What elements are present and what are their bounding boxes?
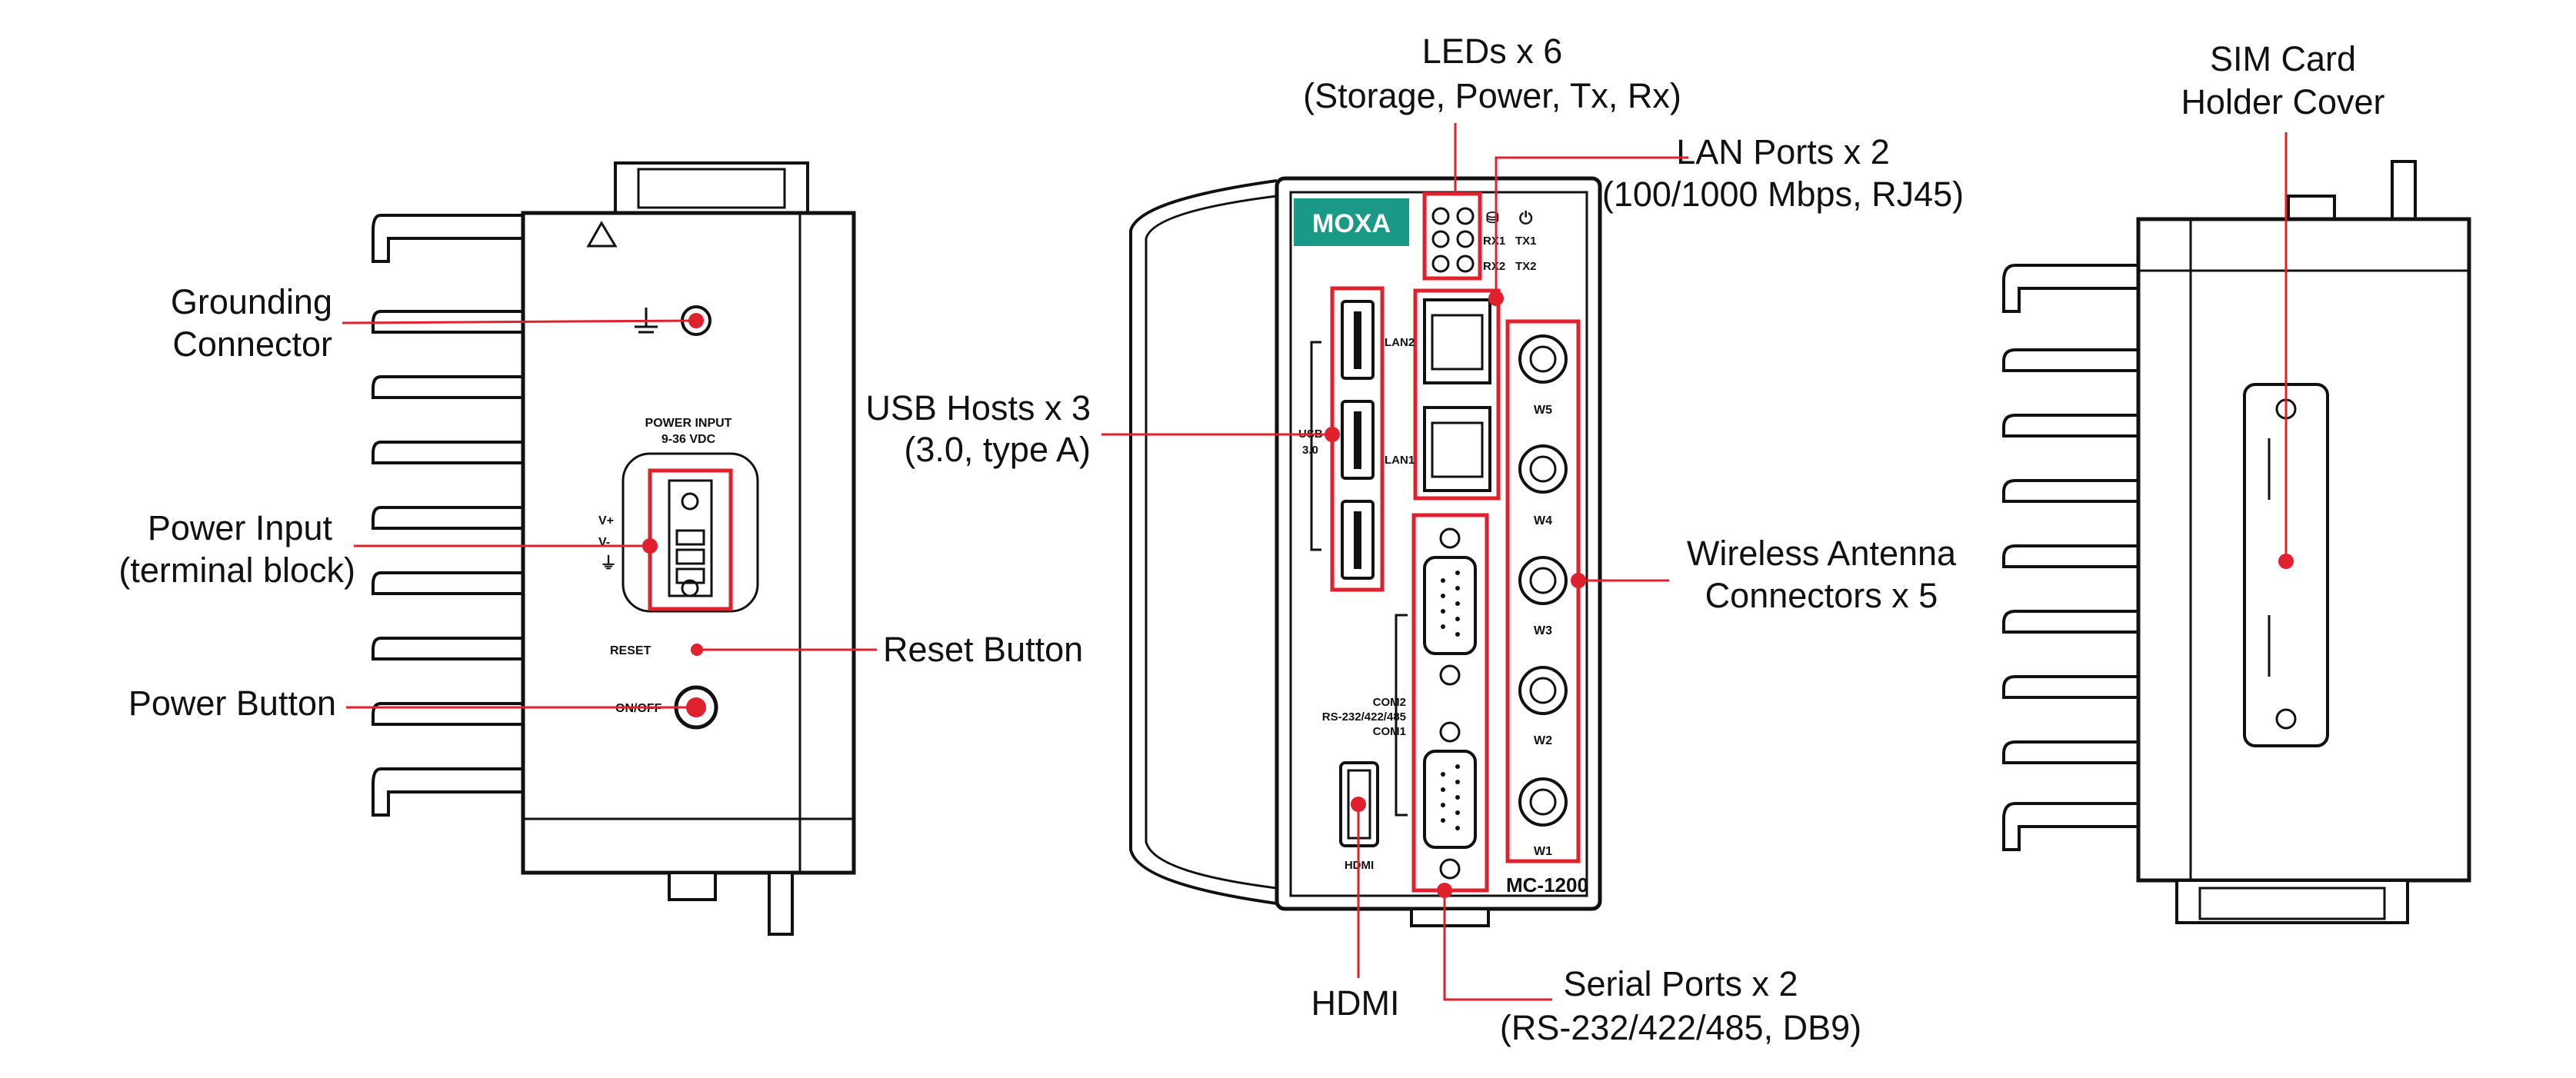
antenna-connectors-group: [1505, 319, 1581, 863]
lan-callout-line2: (100/1000 Mbps, RJ45): [1602, 175, 1964, 214]
com2-label: COM2: [1373, 696, 1406, 709]
front-callouts: LEDs x 6 (Storage, Power, Tx, Rx) LAN Po…: [865, 32, 1964, 1047]
power-led-icon: ⏻: [1519, 208, 1533, 228]
leds-callout-line1: LEDs x 6: [1422, 32, 1563, 71]
grounding-callout-line1: Grounding: [171, 282, 332, 321]
terminal-vplus-label: V+: [598, 514, 614, 527]
terminal-ground-icon: ⏚: [600, 554, 617, 573]
antenna-w1-label: W1: [1534, 845, 1552, 858]
status-leds: [1431, 207, 1475, 273]
lan2-label: LAN2: [1385, 336, 1415, 349]
power-input-callout-line2: (terminal block): [118, 551, 355, 590]
wireless-callout-line2: Connectors x 5: [1705, 576, 1938, 615]
hdmi-callout: HDMI: [1311, 983, 1400, 1023]
led-label-tx2: TX2: [1515, 260, 1537, 273]
wireless-callout-line1: Wireless Antenna: [1687, 534, 1957, 573]
usb-callout-line2: (3.0, type A): [904, 430, 1091, 469]
moxa-logo: [1294, 198, 1409, 246]
front-view: MOXA ⛁ ⏻ RX1 TX1 RX2 TX2 USB 3.0: [1129, 176, 1602, 927]
right-callouts: SIM Card Holder Cover: [2181, 39, 2385, 569]
grounding-callout-line2: Connector: [172, 324, 332, 364]
lan-port-2[interactable]: [1423, 298, 1491, 384]
hot-surface-warning-icon: [586, 221, 618, 248]
led-label-rx1: RX1: [1483, 235, 1505, 248]
reset-button-callout: Reset Button: [883, 630, 1083, 669]
led-label-tx1: TX1: [1515, 235, 1537, 248]
brand-label: MOXA: [1312, 209, 1391, 238]
lan-port-1[interactable]: [1423, 406, 1491, 492]
power-input-callout-line1: Power Input: [148, 508, 333, 547]
power-input-voltage: 9-36 VDC: [661, 433, 716, 446]
right-heat-sink-fins: [2002, 264, 2138, 851]
serial-callout-line2: (RS-232/422/485, DB9): [1500, 1008, 1861, 1047]
leds-callout-line2: (Storage, Power, Tx, Rx): [1303, 76, 1681, 115]
com1-label: COM1: [1373, 725, 1406, 738]
sim-callout-line2: Holder Cover: [2181, 82, 2384, 121]
antenna-w2[interactable]: [1518, 666, 1568, 715]
antenna-w4[interactable]: [1518, 444, 1568, 494]
serial-port-com1[interactable]: [1423, 750, 1477, 849]
antenna-w5[interactable]: [1518, 334, 1568, 384]
lan-ports-group: [1413, 288, 1501, 501]
left-callouts: Grounding Connector Power Input (termina…: [118, 282, 1083, 723]
lan1-label: LAN1: [1385, 454, 1415, 467]
com-standard-label: RS-232/422/485: [1322, 710, 1406, 724]
right-side-view: [2002, 160, 2471, 924]
led-group: [1422, 191, 1482, 281]
serial-port-com2[interactable]: [1423, 556, 1477, 655]
ground-symbol-icon: [635, 308, 658, 334]
antenna-w1[interactable]: [1518, 777, 1568, 827]
power-input-label: POWER INPUT: [645, 417, 732, 430]
antenna-w3-label: W3: [1534, 624, 1552, 637]
lan-callout-line1: LAN Ports x 2: [1676, 132, 1890, 171]
model-label: MC-1200: [1506, 873, 1588, 897]
sim-callout-line1: SIM Card: [2210, 39, 2356, 78]
antenna-w3[interactable]: [1518, 556, 1568, 605]
usb-version-label: 3.0: [1302, 444, 1318, 457]
left-side-view: POWER INPUT 9-36 VDC V+ V- ⏚ RESET ON/OF…: [372, 161, 856, 936]
antenna-connectors: [1518, 334, 1568, 827]
usb-callout-line1: USB Hosts x 3: [865, 388, 1091, 428]
antenna-w5-label: W5: [1534, 404, 1552, 417]
reset-label: RESET: [610, 644, 651, 657]
antenna-w2-label: W2: [1534, 734, 1552, 747]
serial-callout-line1: Serial Ports x 2: [1563, 964, 1798, 1003]
power-button-callout: Power Button: [128, 684, 336, 723]
heat-sink-fins: [372, 214, 523, 817]
led-label-rx2: RX2: [1483, 260, 1505, 273]
antenna-w4-label: W4: [1534, 514, 1552, 527]
